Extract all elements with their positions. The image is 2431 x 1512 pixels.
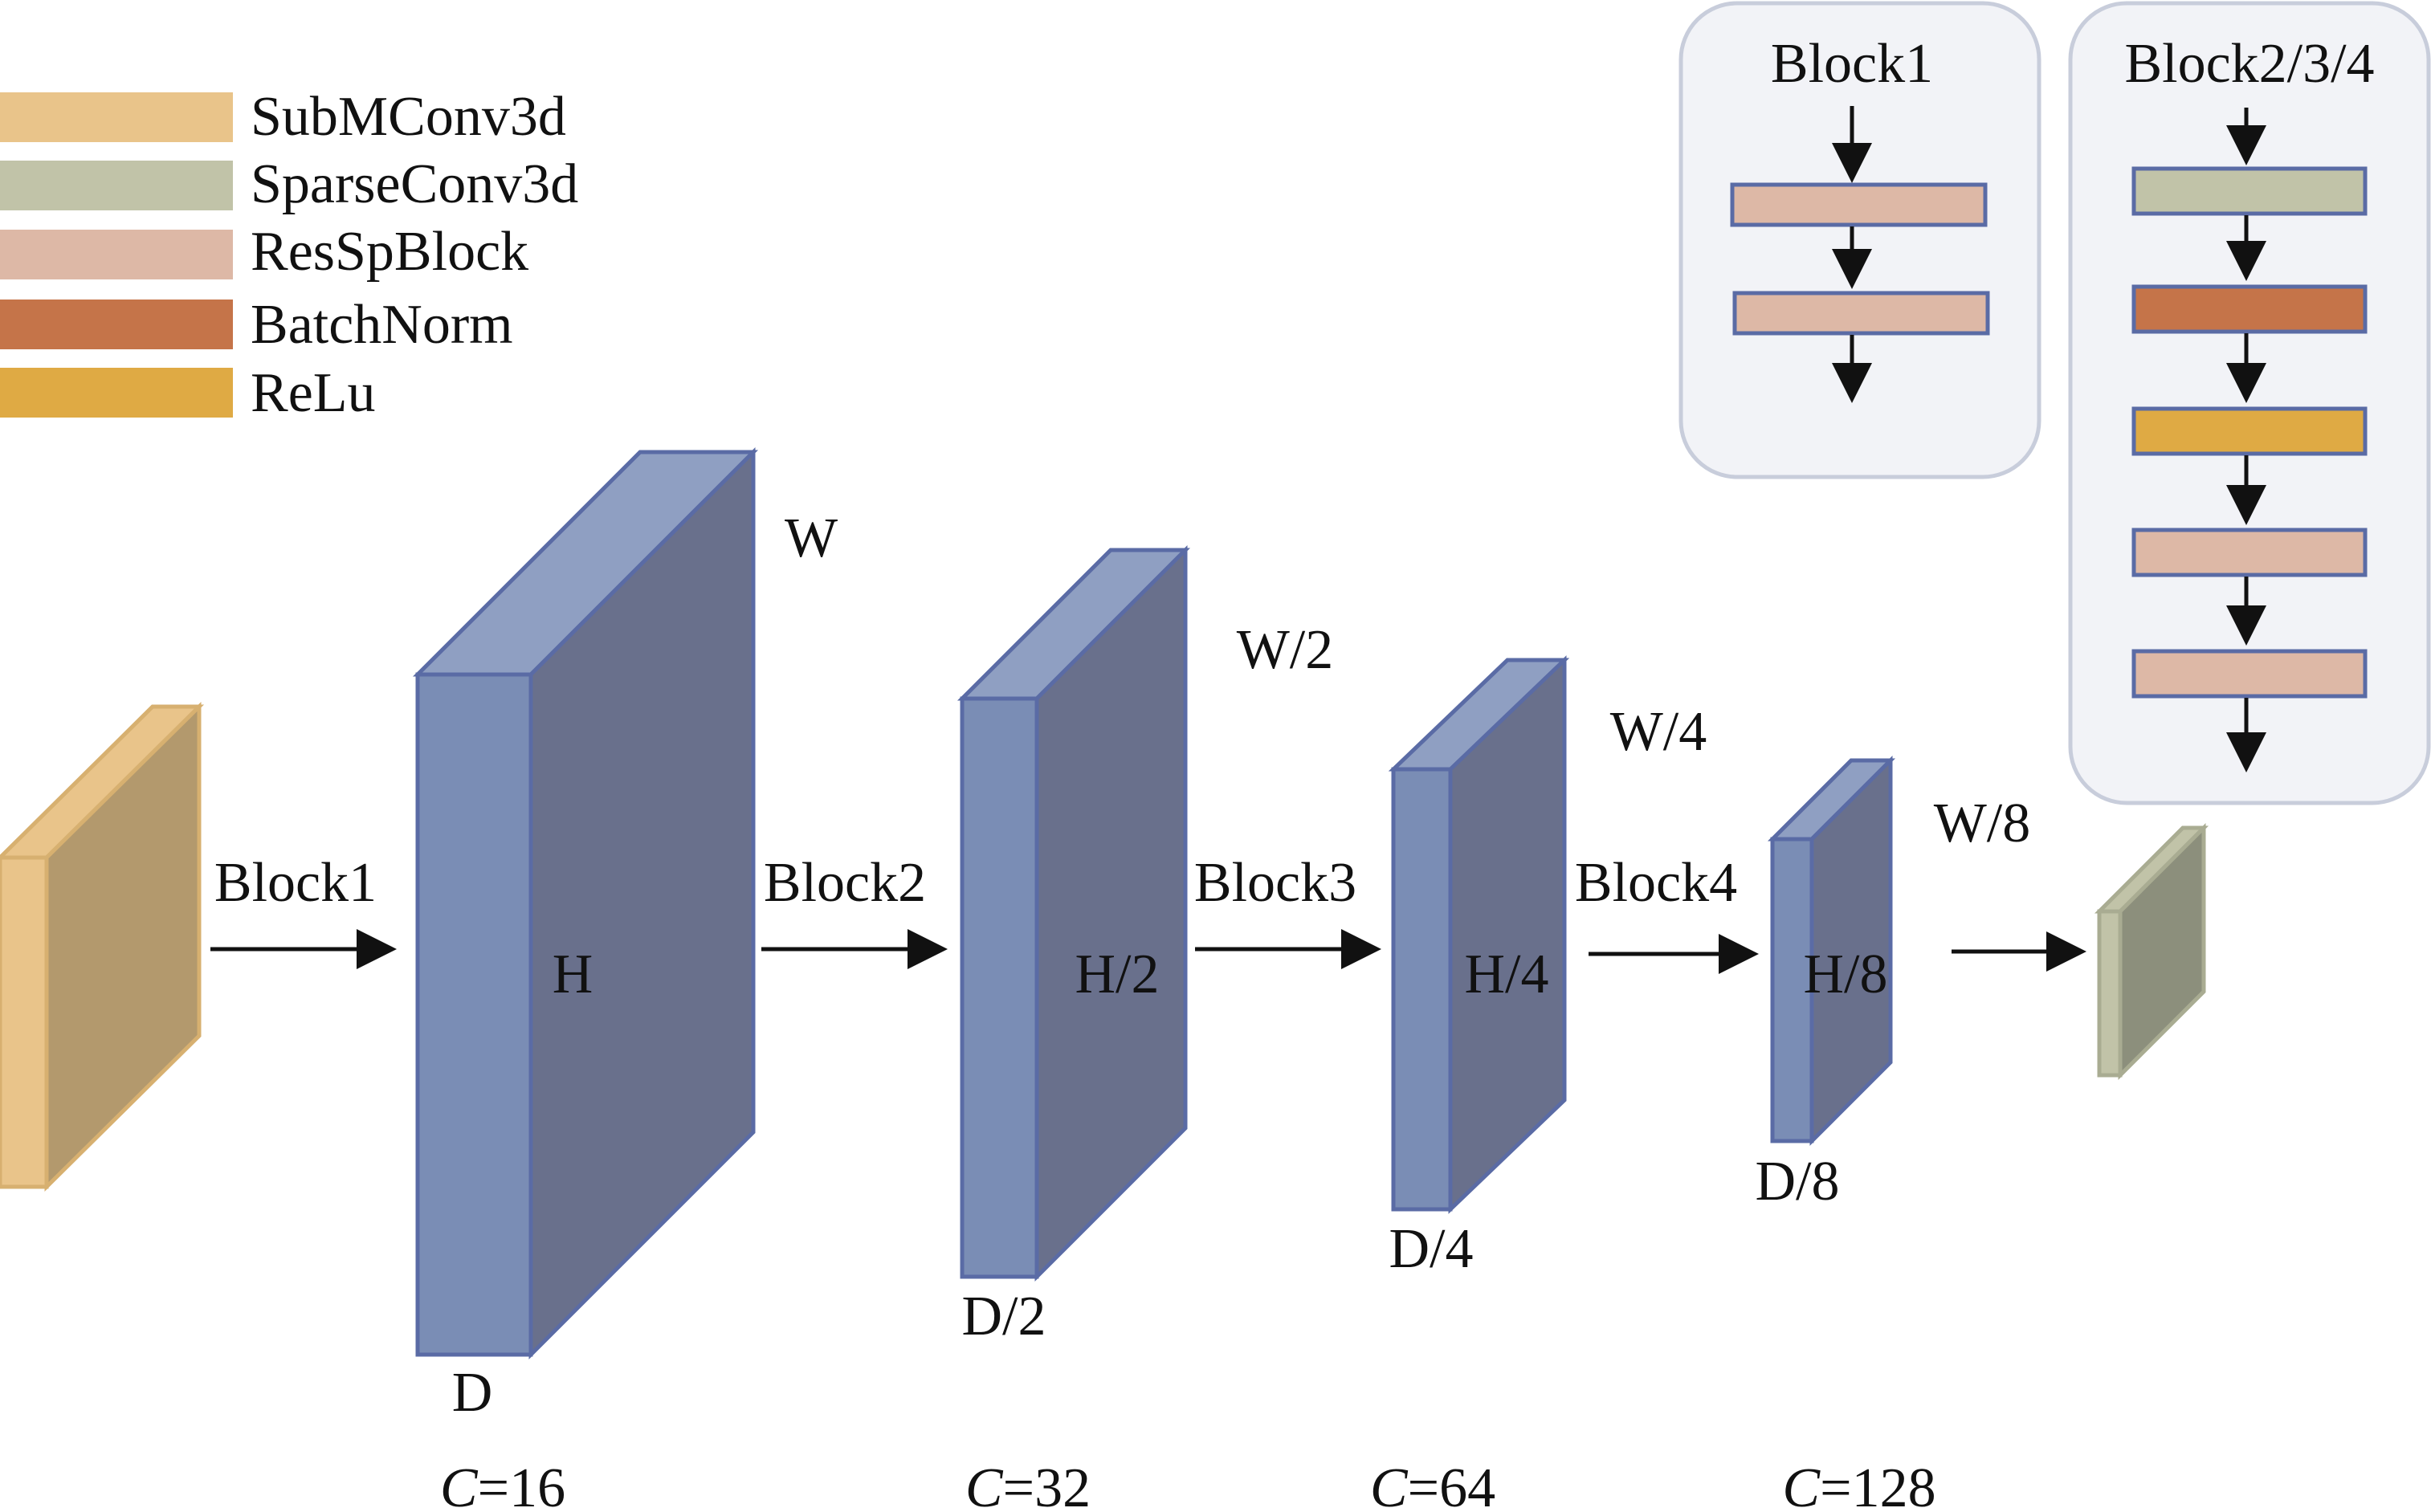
feature-volume-4-channels-symbol: C (1782, 1457, 1821, 1512)
feature-volume-3-w-label: W/4 (1610, 701, 1707, 763)
feature-volume-2-front (960, 696, 1039, 1279)
feature-volume-4-front (1770, 837, 1814, 1143)
legend-swatch-resspblock (0, 230, 233, 279)
feature-volume-2-channels-value: =32 (1003, 1457, 1091, 1512)
legend-label-resspblock: ResSpBlock (251, 221, 528, 283)
feature-volume-2-d-label: D/2 (962, 1286, 1046, 1347)
legend-item-resspblock: ResSpBlock (0, 221, 528, 283)
legend-item-relu: ReLu (0, 362, 376, 424)
block234-panel-layer-resspblock-2 (2131, 649, 2368, 699)
block234-panel-layer-relu (2131, 406, 2368, 456)
feature-volume-3-channels-symbol: C (1370, 1457, 1409, 1512)
flow-arrow-block1: Block1 (210, 852, 397, 969)
feature-volume-4: H/8 W/8 D/8 C=128 (1756, 755, 2031, 1512)
block234-panel-layer-batchnorm (2131, 284, 2368, 334)
feature-volume-4-channels-value: =128 (1820, 1457, 1935, 1512)
feature-volume-3: H/4 W/4 D/4 C=64 (1370, 655, 1707, 1512)
feature-volume-1-w-label: W (785, 507, 838, 569)
feature-volume-3-d-label: D/4 (1389, 1218, 1474, 1280)
block1-panel-box (1678, 1, 2041, 479)
feature-volume-4-channels: C=128 (1782, 1457, 1935, 1512)
feature-volume-3-channels-value: =64 (1408, 1457, 1495, 1512)
feature-volume-3-front (1391, 767, 1453, 1212)
feature-volume-4-d-label: D/8 (1756, 1151, 1840, 1212)
legend-item-batchnorm: BatchNorm (0, 294, 513, 356)
legend-item-sparseconv: SparseConv3d (0, 153, 578, 215)
flow-arrow-block1-label: Block1 (214, 852, 377, 914)
feature-volume-1-d-label: D (452, 1362, 493, 1424)
feature-volume-2: H/2 W/2 D/2 C=32 (956, 544, 1334, 1512)
feature-volume-1-channels: C=16 (440, 1457, 565, 1512)
input-slab-front (0, 855, 49, 1189)
feature-volume-3-channels: C=64 (1370, 1457, 1495, 1512)
legend-swatch-relu (0, 368, 233, 418)
feature-volume-4-w-label: W/8 (1934, 793, 2031, 854)
feature-volume-1-front (415, 672, 533, 1357)
feature-volume-2-channels: C=32 (965, 1457, 1091, 1512)
feature-volume-2-h-label: H/2 (1075, 943, 1160, 1005)
legend-label-submconv: SubMConv3d (251, 86, 566, 148)
block234-panel-layer-sparseconv (2131, 166, 2368, 216)
feature-volume-1-channels-symbol: C (440, 1457, 479, 1512)
output-slab-front (2097, 909, 2123, 1078)
block234-panel: Block2/3/4 (2068, 1, 2431, 805)
block1-panel-title: Block1 (1771, 33, 1933, 95)
feature-volume-1-channels-value: =16 (478, 1457, 565, 1512)
feature-volume-1-h-label: H (553, 943, 593, 1005)
output-slab (2094, 822, 2209, 1081)
flow-arrow-block3: Block3 (1194, 852, 1381, 969)
legend-swatch-submconv (0, 92, 233, 142)
flow-arrow-block4-label: Block4 (1575, 852, 1737, 914)
block234-panel-title: Block2/3/4 (2124, 33, 2374, 95)
feature-volume-1: H W D C=16 (412, 446, 838, 1512)
block1-panel-layer-resspblock-2 (1732, 291, 1990, 336)
feature-volume-4-h-label: H/8 (1804, 943, 1888, 1005)
input-slab (0, 702, 205, 1192)
feature-volume-2-w-label: W/2 (1237, 619, 1334, 681)
block1-panel: Block1 (1678, 1, 2041, 479)
feature-volume-2-channels-symbol: C (965, 1457, 1004, 1512)
block234-panel-layer-resspblock-1 (2131, 528, 2368, 577)
feature-volume-3-h-label: H/4 (1465, 943, 1549, 1005)
legend-swatch-batchnorm (0, 300, 233, 349)
legend-label-batchnorm: BatchNorm (251, 294, 513, 356)
legend-swatch-sparseconv (0, 161, 233, 210)
flow-arrow-block3-label: Block3 (1194, 852, 1356, 914)
block1-panel-layer-resspblock-1 (1730, 182, 1988, 227)
legend-label-relu: ReLu (251, 362, 376, 424)
legend: SubMConv3d SparseConv3d ResSpBlock Batch… (0, 86, 578, 424)
flow-arrow-block2: Block2 (761, 852, 948, 969)
legend-label-sparseconv: SparseConv3d (251, 153, 578, 215)
legend-item-submconv: SubMConv3d (0, 86, 566, 148)
flow-arrow-block2-label: Block2 (764, 852, 926, 914)
flow-arrow-block4: Block4 (1575, 852, 1759, 974)
